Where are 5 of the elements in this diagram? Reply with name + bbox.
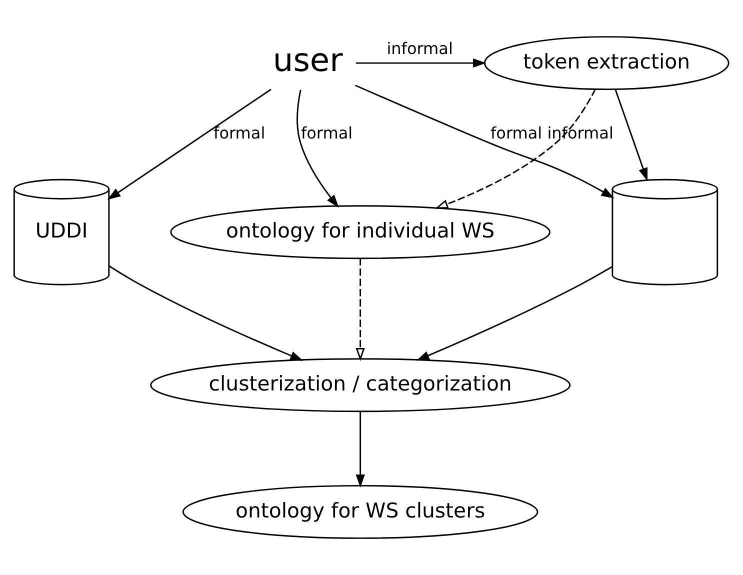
edge-label: formal (214, 124, 266, 143)
edge-label: formal informal (490, 124, 614, 143)
node-text: user (272, 41, 343, 80)
edge-label: informal (386, 39, 453, 58)
edge-label: formal (300, 124, 353, 143)
